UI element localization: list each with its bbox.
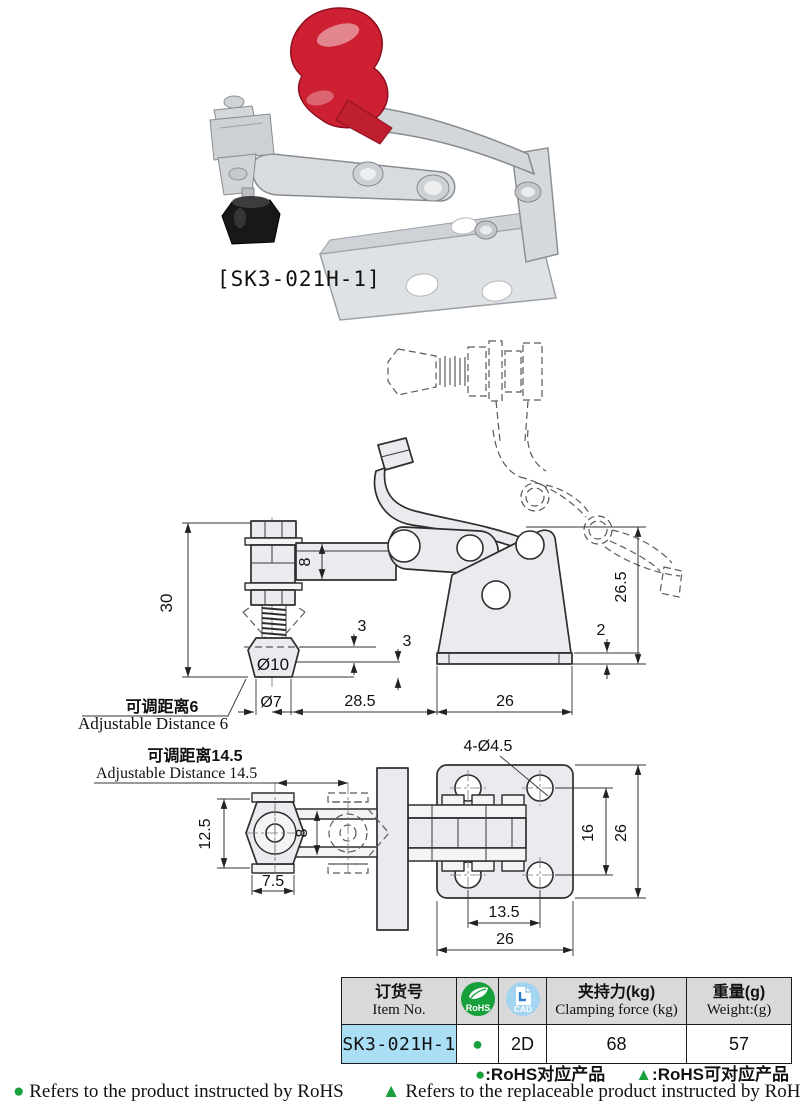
side-view-dimensions: 30 8 26.5 2 3 3 Ø7 xyxy=(78,522,646,733)
legend-cn-dot-text: :RoHS对应产品 xyxy=(485,1065,606,1084)
dim-13-5: 13.5 xyxy=(488,904,519,921)
dim-26-horizontal: 26 xyxy=(496,931,514,948)
dim-2: 2 xyxy=(597,622,606,639)
legend-en-dot-icon: ● xyxy=(13,1081,25,1102)
legend-en-dot-text: Refers to the product instructed by RoHS xyxy=(29,1081,344,1102)
dim-phi7: Ø7 xyxy=(260,694,281,711)
header-force-en: Clamping force (kg) xyxy=(555,1002,678,1018)
handle-bar-section xyxy=(376,767,409,931)
dim-phi10: Ø10 xyxy=(257,655,289,674)
dim-26-5: 26.5 xyxy=(613,571,630,602)
product-photo xyxy=(209,7,559,321)
dim-holes-label: 4-Ø4.5 xyxy=(464,738,513,755)
rohs-compliant-dot: ● xyxy=(472,1034,483,1054)
dim-8: 8 xyxy=(297,557,314,566)
cell-item-no: SK3-021H-1 xyxy=(341,1024,457,1064)
dim-7-5: 7.5 xyxy=(262,873,284,890)
header-clamping-force: 夹持力(kg) Clamping force (kg) xyxy=(546,977,687,1025)
legend-en-triangle-icon: ▲ xyxy=(381,1081,401,1102)
dim-16: 16 xyxy=(580,824,597,842)
adjustable-distance-en: Adjustable Distance 6 xyxy=(78,714,228,733)
arm-band xyxy=(407,804,527,862)
header-item-no: 订货号 Item No. xyxy=(341,977,457,1025)
dim-3b: 3 xyxy=(403,633,412,650)
rohs-badge-text: RoHS xyxy=(465,1003,490,1013)
header-item-en: Item No. xyxy=(372,1002,426,1018)
photo-red-handle xyxy=(290,7,393,145)
photo-left-bracket xyxy=(209,95,275,205)
cad-badge-text: CAD xyxy=(513,1004,531,1014)
dim-28-5: 28.5 xyxy=(344,693,375,710)
photo-rubber-foot xyxy=(221,196,281,245)
photo-lever xyxy=(363,105,536,176)
header-weight-cn: 重量(g) xyxy=(712,984,766,1001)
spec-table-data-row: SK3-021H-1 ● 2D 68 57 xyxy=(341,1024,792,1064)
handle-open-ghost xyxy=(492,429,683,598)
spec-table: 订货号 Item No. RoHS CAD xyxy=(341,977,792,1064)
cell-cad: 2D xyxy=(498,1024,547,1064)
cell-weight: 57 xyxy=(686,1024,792,1064)
spindle-ghost xyxy=(387,340,543,442)
header-force-cn: 夹持力(kg) xyxy=(577,984,656,1001)
header-weight-en: Weight:(g) xyxy=(706,1002,772,1018)
clamp-body xyxy=(436,529,573,665)
dim-26-vertical: 26 xyxy=(613,824,630,842)
adjustable-distance14-en: Adjustable Distance 14.5 xyxy=(96,765,257,782)
photo-link-arm xyxy=(251,153,456,202)
legend-en-tri-text: Refers to the replaceable product instru… xyxy=(405,1081,800,1102)
spec-table-header-row: 订货号 Item No. RoHS CAD xyxy=(341,977,792,1025)
clamp-arm xyxy=(295,437,530,581)
adjusting-spindle: Ø10 xyxy=(242,520,306,678)
header-cad: CAD xyxy=(498,977,547,1025)
side-view-drawing: Ø10 30 8 xyxy=(78,340,683,733)
legend-en-line: ● Refers to the product instructed by Ro… xyxy=(13,1081,800,1103)
rohs-badge-icon: RoHS xyxy=(460,981,495,1016)
legend-cn-tri-text: :RoHS可对应产品 xyxy=(652,1065,789,1084)
header-weight: 重量(g) Weight:(g) xyxy=(686,977,792,1025)
cell-clamping-force: 68 xyxy=(546,1024,687,1064)
header-item-cn: 订货号 xyxy=(374,984,423,1001)
legend-cn-line: ●:RoHS对应产品 ▲:RoHS可对应产品 xyxy=(0,1060,789,1085)
legend-cn-triangle-icon: ▲ xyxy=(635,1065,653,1084)
product-code-caption: [SK3-021H-1] xyxy=(217,267,381,291)
top-view-dimensions: 可调距离14.5 Adjustable Distance 14.5 12.5 8… xyxy=(94,738,646,956)
dim-30: 30 xyxy=(157,594,176,613)
dim-8-top: 8 xyxy=(294,828,311,837)
dim-12-5: 12.5 xyxy=(197,818,214,849)
legend-cn-dot-icon: ● xyxy=(474,1065,486,1084)
adjustable-distance-cn: 可调距离6 xyxy=(126,697,199,716)
adjustable-distance14-cn: 可调距离14.5 xyxy=(147,746,242,765)
cell-rohs-status: ● xyxy=(456,1024,499,1064)
photo-body-column xyxy=(474,147,559,263)
top-view-drawing: 可调距离14.5 Adjustable Distance 14.5 12.5 8… xyxy=(94,738,646,956)
dim-3a: 3 xyxy=(358,618,367,635)
dim-26: 26 xyxy=(496,693,514,710)
header-rohs: RoHS xyxy=(456,977,499,1025)
photo-base-plate xyxy=(318,211,557,321)
cad-badge-icon: CAD xyxy=(505,981,540,1016)
